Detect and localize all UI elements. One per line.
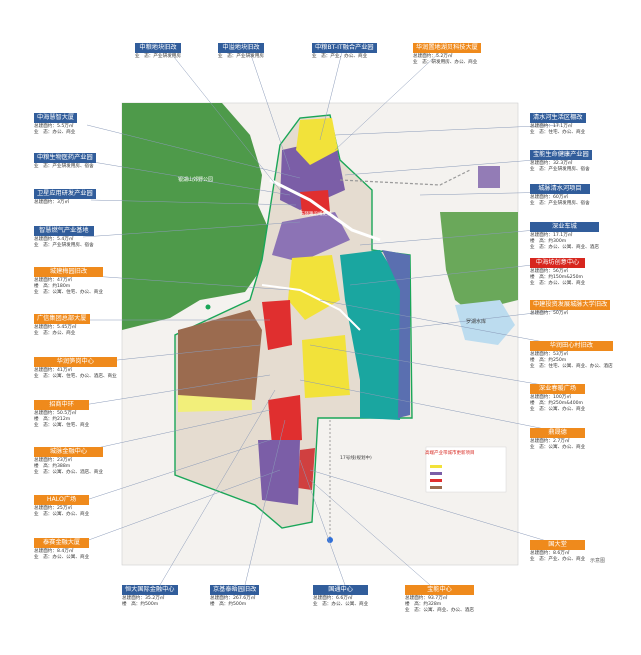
purple-block [272, 212, 350, 262]
card-title: 深业春暖广场 [530, 384, 586, 394]
park-area [122, 103, 270, 330]
card-title: HALO广场 [34, 495, 90, 505]
main-road [269, 178, 381, 242]
legend-box [425, 446, 507, 493]
card-title: 中海坊创意中心 [530, 258, 586, 268]
card-top3: 中粮BT-IT融合产业园 业 态：产业、办公、商业 [312, 43, 377, 60]
card-title: 鼎晟德 [530, 428, 586, 438]
yellow-block [302, 335, 350, 398]
card-title: 国通中心 [313, 585, 369, 595]
card-title: 城脉金融中心 [34, 447, 103, 457]
card-title: 中溢地块旧改 [218, 43, 264, 53]
map-tag [478, 166, 500, 188]
card-title: 泰赛金融大厦 [34, 538, 90, 548]
card-title: 城脉清水河项目 [530, 184, 590, 194]
reservoir-label: 罗湖水库 [466, 319, 487, 325]
card-top1: 中粮地块旧改 业 态：产业研发用房 [135, 43, 181, 59]
card-title: 中粮BT-IT融合产业园 [312, 43, 377, 53]
station-marker [205, 304, 211, 310]
disclaimer: 示意图 [590, 558, 606, 564]
card-l2: 中粮生物医药产业园 业 态：产业研发用房、宿舍 [34, 153, 96, 169]
yellow-block [296, 118, 338, 165]
card-l3: 卫星应用研发产业园 总建面约：3万㎡ [34, 189, 96, 206]
purple-block [258, 440, 300, 505]
card-title: 宝能生命健康产业园 [530, 150, 592, 160]
legend-swatch [430, 486, 442, 489]
card-title: 智慧燃气产业基地 [34, 226, 94, 236]
card-title: 清水河生活区棚改 [530, 113, 586, 123]
card-title: 华润笋岗中心 [34, 357, 117, 367]
legend-swatch [430, 465, 442, 468]
canal [340, 250, 405, 420]
card-title: 宝能中心 [405, 585, 474, 595]
red-block [298, 448, 315, 490]
rail-line [339, 169, 471, 186]
legend-swatch [430, 472, 442, 475]
card-title: 中海慧智大厦 [34, 113, 78, 123]
card-title: 中粮生物医药产业园 [34, 153, 96, 163]
card-title: 深业车城 [530, 222, 599, 232]
card-title: 京基泰晤园旧改 [210, 585, 260, 595]
red-block [262, 300, 292, 350]
brown-block [178, 310, 262, 400]
card-title: 城建梅园旧改 [34, 267, 103, 277]
canal-edge [382, 250, 410, 418]
card-title: 卫星应用研发产业园 [34, 189, 96, 199]
card-title: 中粮地块旧改 [135, 43, 181, 53]
card-top2: 中溢地块旧改 业 态：产业研发用房 [218, 43, 264, 59]
park-area-right [440, 212, 518, 312]
card-title: 中建投资发展城脉大学旧改 [530, 300, 611, 310]
metro-line-label: 17号线(规划中) [340, 456, 372, 461]
card-title: 华润置地湖贝科技大厦 [413, 43, 481, 53]
legend-swatch [430, 479, 442, 482]
card-title: 国大堂 [530, 540, 586, 550]
card-title: 恒大国际金融中心 [122, 585, 178, 595]
leader-lines [64, 51, 561, 586]
card-title: 华润田心村旧改 [530, 341, 613, 351]
park-label: 银湖山郊野公园 [178, 177, 214, 183]
corridor-label: 东晓路沿线更新 [300, 212, 332, 217]
legend-title: 高端产业带城市更新项目 [425, 451, 475, 456]
card-title: 招商中环 [34, 400, 90, 410]
card-title: 广信集团总部大厦 [34, 314, 90, 324]
card-r6: 中建投资发展城脉大学旧改 总建面约：50万㎡ [530, 300, 611, 317]
